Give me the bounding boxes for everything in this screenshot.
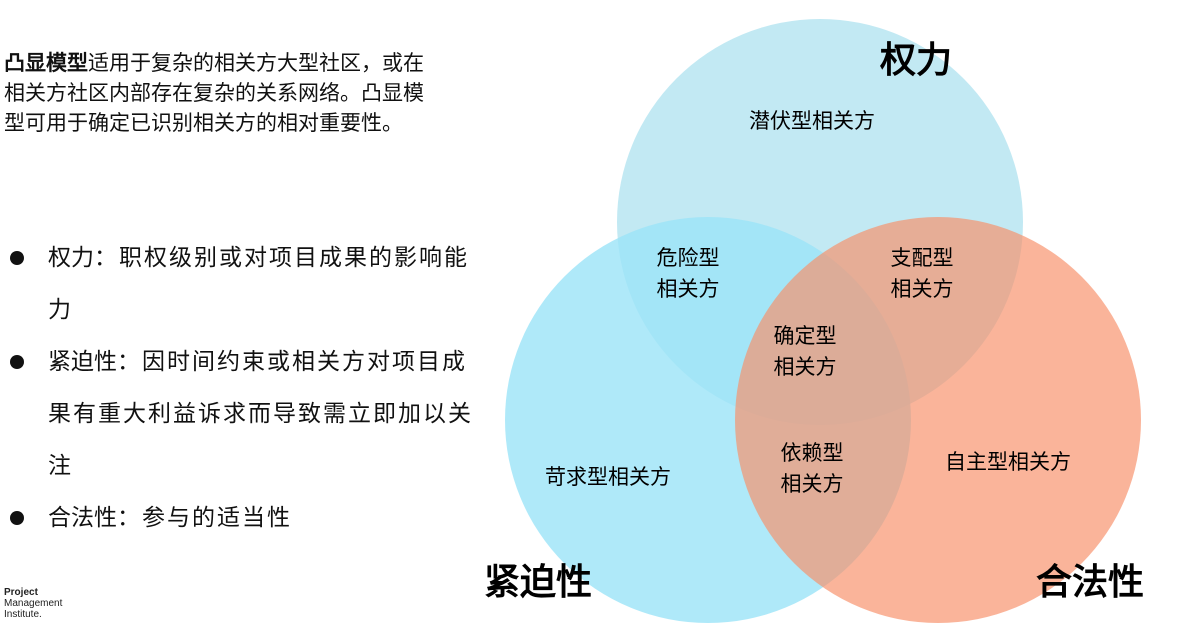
region-latent: 潜伏型相关方: [749, 109, 875, 133]
intro-paragraph: 凸显模型适用于复杂的相关方大型社区，或在相关方社区内部存在复杂的关系网络。凸显模…: [4, 48, 444, 138]
region-dominant-1: 支配型: [891, 246, 954, 270]
term-legitimacy: 合法性: [48, 505, 117, 531]
list-item-urgency: 紧迫性：因时间约束或相关方对项目成果有重大利益诉求而导致需立即加以关注: [8, 336, 478, 492]
logo-line-3: Institute.: [4, 609, 42, 620]
region-demanding: 苛求型相关方: [545, 465, 671, 489]
pmi-logo: Project Management Institute.: [4, 587, 62, 620]
list-item-legitimacy: 合法性：参与的适当性: [8, 492, 478, 544]
bullet-dot-icon: [10, 251, 24, 265]
region-definitive-1: 确定型: [774, 324, 837, 348]
circle-legitimacy: [735, 217, 1141, 623]
region-dangerous-2: 相关方: [657, 277, 720, 301]
term-power: 权力: [48, 245, 94, 271]
label-urgency: 紧迫性: [484, 562, 592, 603]
term-urgency: 紧迫性: [48, 349, 117, 375]
region-dominant-2: 相关方: [891, 277, 954, 301]
list-item-power: 权力：职权级别或对项目成果的影响能力: [8, 232, 478, 336]
region-discretionary: 自主型相关方: [945, 450, 1071, 474]
label-power: 权力: [879, 40, 952, 81]
desc-urgency: ：因时间约束或相关方对项目成果有重大利益诉求而导致需立即加以关注: [48, 349, 473, 479]
region-dependent-2: 相关方: [781, 472, 844, 496]
desc-power: ：职权级别或对项目成果的影响能力: [48, 245, 469, 323]
logo-line-2: Management: [4, 598, 63, 609]
bullet-dot-icon: [10, 355, 24, 369]
bullet-dot-icon: [10, 511, 24, 525]
desc-legitimacy: ：参与的适当性: [117, 505, 292, 531]
logo-line-1: Project: [4, 587, 38, 598]
intro-bold-term: 凸显模型: [4, 51, 88, 75]
region-dangerous-1: 危险型: [657, 246, 720, 270]
intro-text: 适用于复杂的相关方大型社区，或在相关方社区内部存在复杂的关系网络。凸显模型可用于…: [4, 51, 424, 135]
region-definitive-2: 相关方: [774, 355, 837, 379]
label-legitimacy: 合法性: [1036, 562, 1144, 603]
region-dependent-1: 依赖型: [781, 441, 844, 465]
attribute-list: 权力：职权级别或对项目成果的影响能力 紧迫性：因时间约束或相关方对项目成果有重大…: [8, 232, 478, 544]
